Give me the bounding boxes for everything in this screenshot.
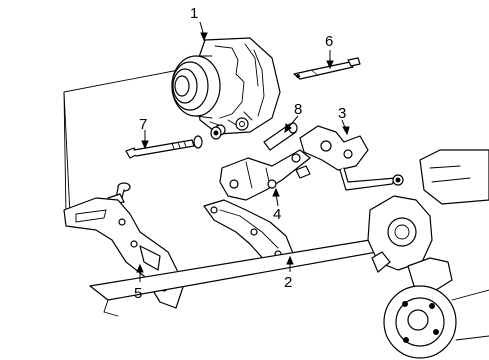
engine-assembly-illustration (367, 149, 489, 359)
callout-labels: 1 2 3 4 5 6 7 8 (134, 5, 346, 302)
adjusting-bracket-illustration (299, 125, 404, 191)
callout-2: 2 (284, 274, 292, 291)
callout-5: 5 (134, 285, 142, 302)
callout-1: 1 (190, 5, 198, 22)
callout-4: 4 (273, 206, 281, 223)
callout-8: 8 (294, 101, 302, 118)
spacer-illustration (263, 122, 298, 151)
callout-7: 7 (139, 116, 147, 133)
leader-lines (136, 21, 350, 282)
callout-3: 3 (338, 105, 346, 122)
bolt-illustration (125, 126, 222, 159)
alternator-illustration (171, 37, 281, 136)
brace-illustration (219, 149, 311, 201)
cable-strap-illustration (293, 57, 361, 80)
callout-6: 6 (325, 33, 333, 50)
